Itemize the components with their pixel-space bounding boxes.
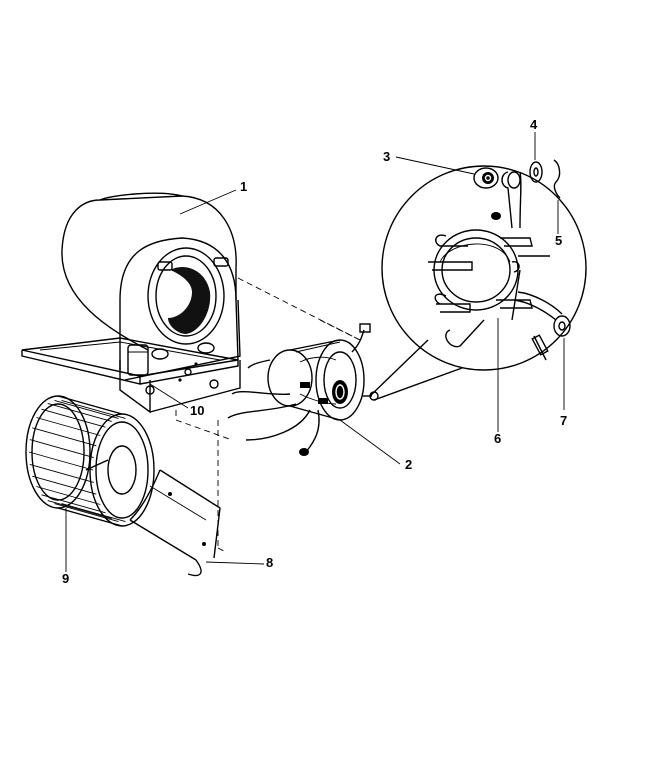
callout-3: 3: [383, 149, 391, 164]
wheel-blade: [41, 408, 106, 428]
wheel-blade: [32, 427, 97, 447]
wheel-blade: [61, 399, 126, 419]
wheel-blade: [32, 475, 97, 495]
wheel-blade: [61, 503, 126, 523]
wheel-blade: [47, 402, 112, 422]
wheel-blade: [28, 451, 94, 471]
callout-4: 4: [530, 117, 538, 132]
callout-1: 1: [240, 179, 248, 194]
blower-wheel: [25, 395, 155, 527]
wheel-blade: [54, 399, 119, 419]
wheel-blade: [36, 486, 101, 505]
callout-8: 8: [266, 555, 274, 570]
wheel-blade: [29, 463, 94, 483]
callout-7: 7: [560, 413, 568, 428]
leader-lines: [65, 132, 565, 572]
detail-circle: [369, 159, 587, 401]
wheel-blade: [41, 494, 106, 514]
blower-housing: [21, 192, 241, 414]
access-panel: [129, 420, 227, 577]
callout-2: 2: [405, 457, 413, 472]
wheel-blade: [54, 503, 119, 523]
callout-5: 5: [555, 233, 563, 248]
callout-10: 10: [190, 403, 205, 418]
callout-9: 9: [62, 571, 70, 586]
wheel-blade: [36, 417, 101, 436]
callout-6: 6: [494, 431, 502, 446]
wheel-blade: [29, 439, 94, 459]
wheel-blade: [47, 500, 112, 520]
